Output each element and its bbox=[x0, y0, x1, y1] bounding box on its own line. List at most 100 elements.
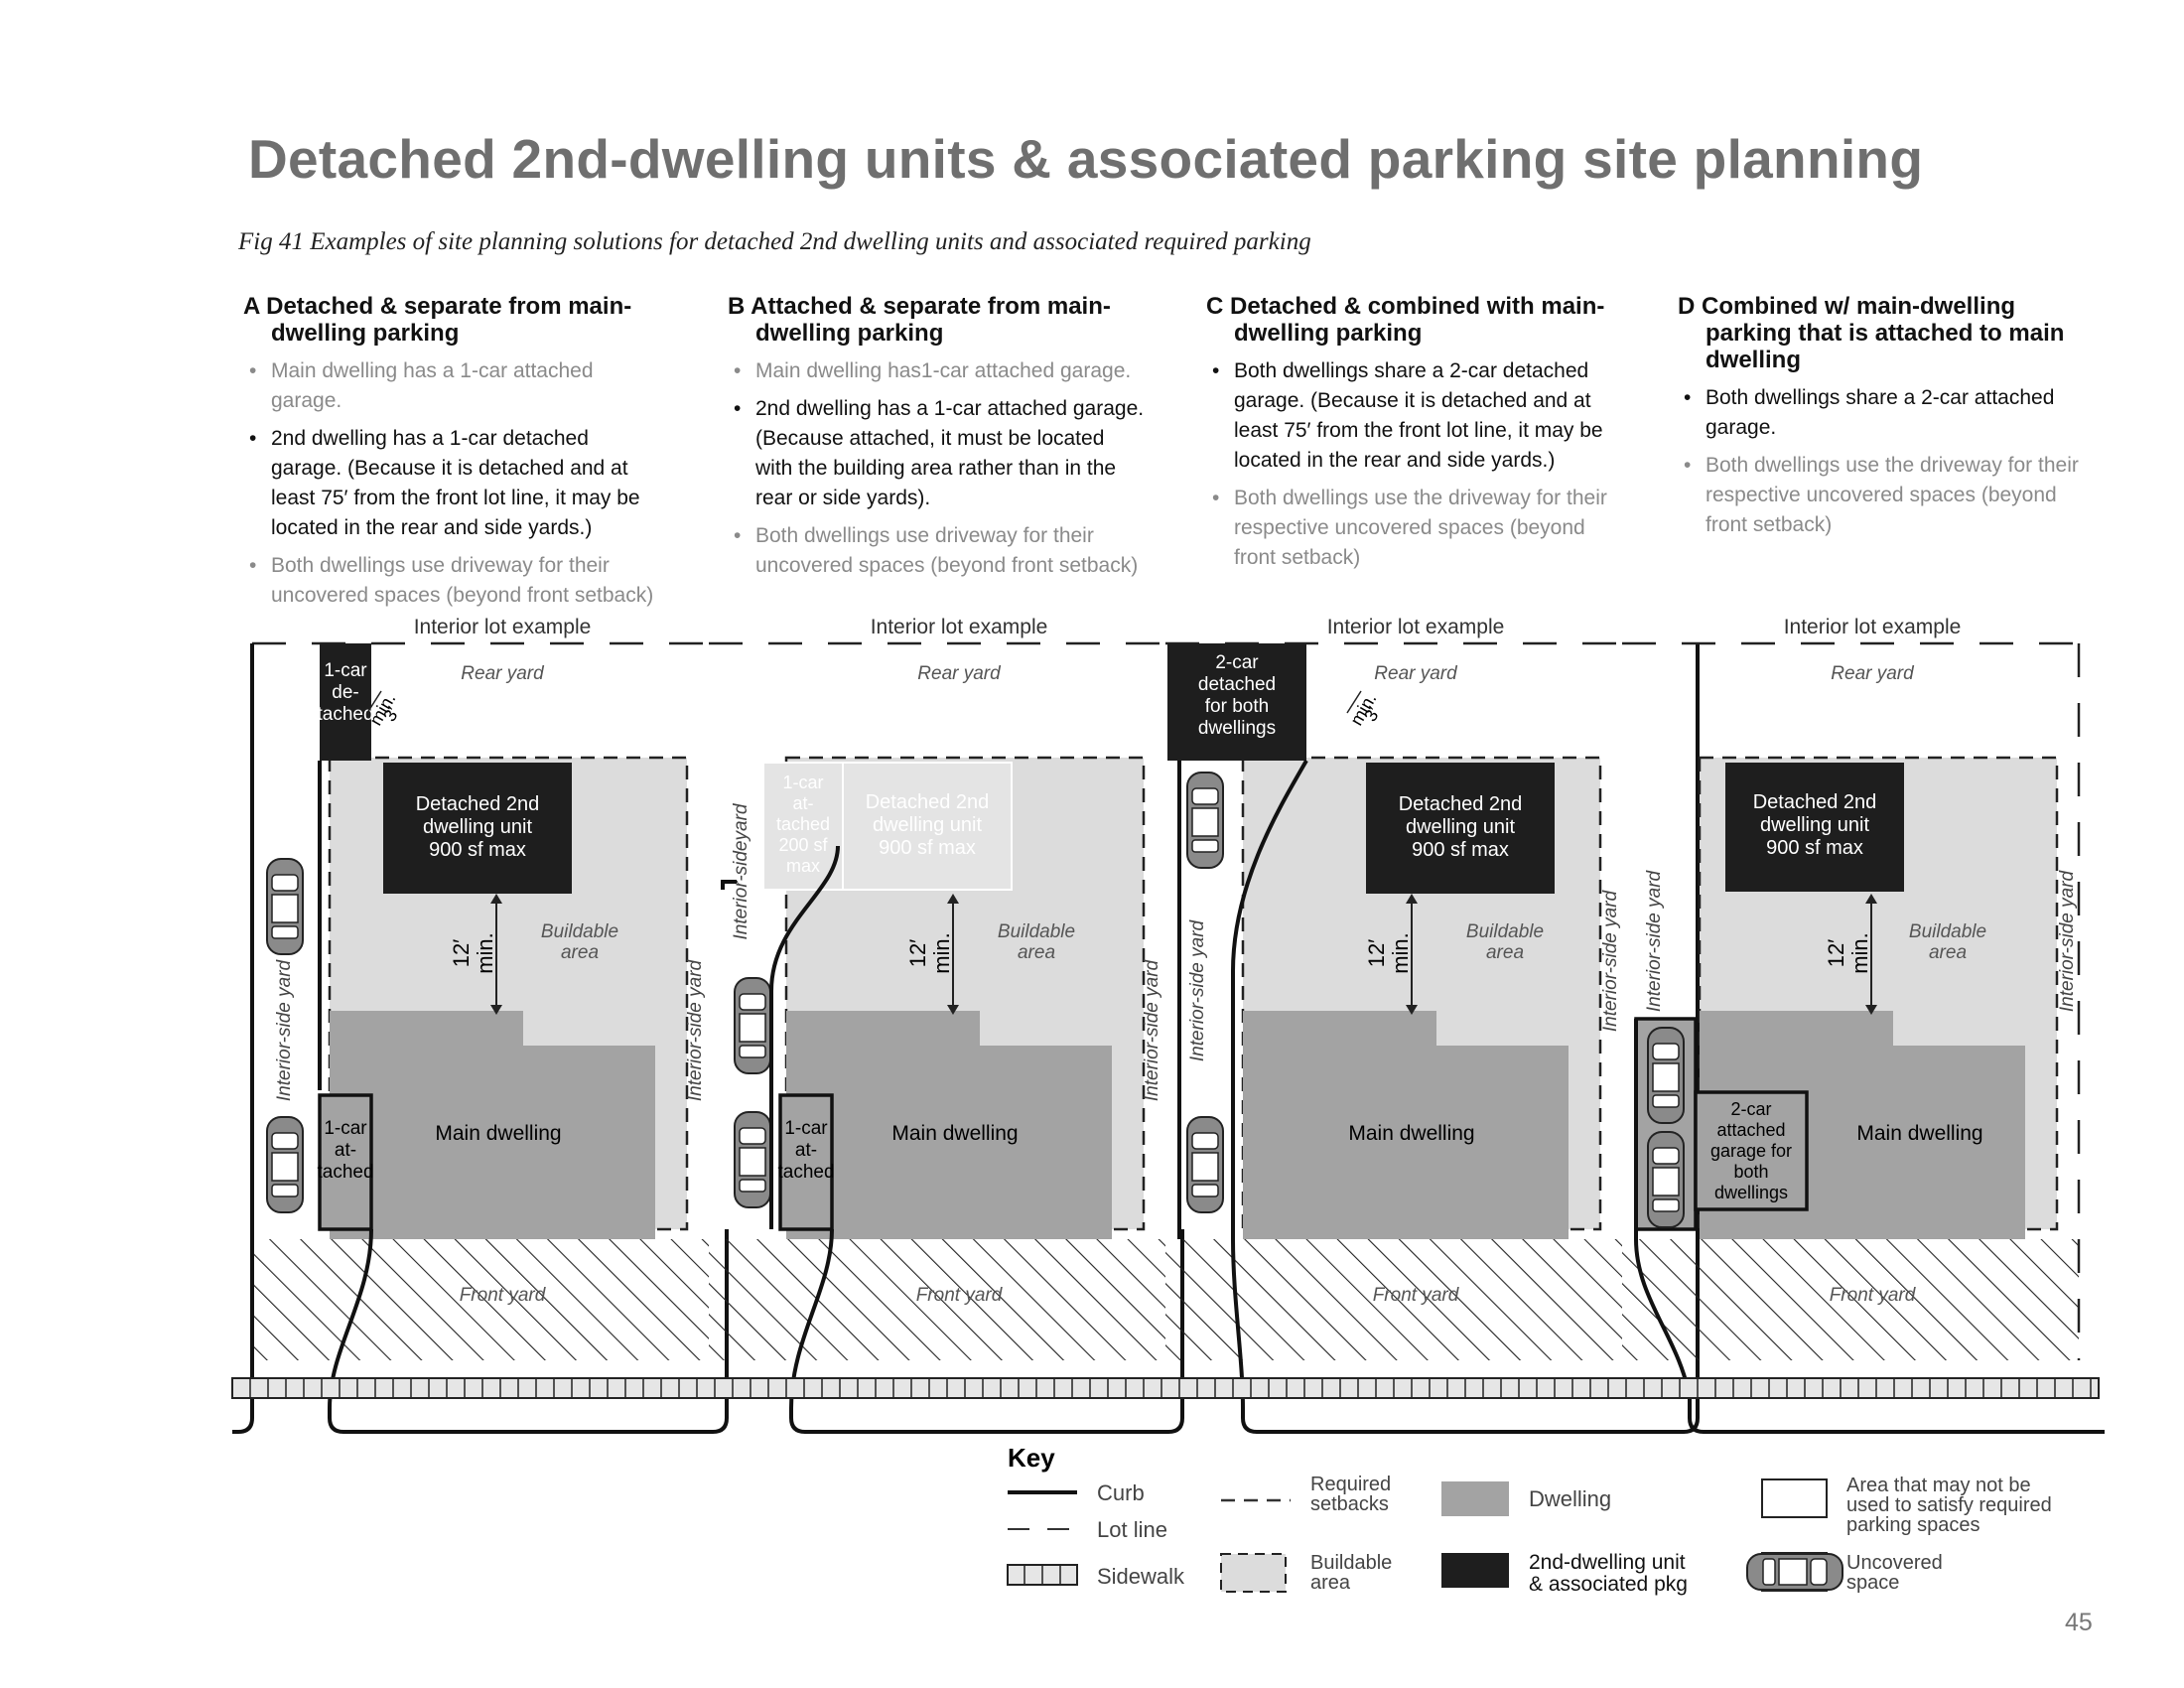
lot-d-garage-label-1: 2-car bbox=[1730, 1099, 1771, 1119]
lot-b-garage-label-5: max bbox=[786, 856, 820, 876]
lot-a-garage-label-3: tached bbox=[317, 704, 373, 725]
lot-b-interior-lot-label: Interior lot example bbox=[871, 616, 1048, 638]
lot-d-main-dwelling-label: Main dwelling bbox=[1856, 1122, 1982, 1145]
page-title: Detached 2nd-dwelling units & associated… bbox=[248, 128, 1924, 190]
lot-d-side-yard-left: Interior-side yard bbox=[1644, 869, 1665, 1012]
lot-b-att-garage-label-1: 1-car bbox=[784, 1118, 828, 1139]
lot-c-detached-garage bbox=[1167, 643, 1306, 761]
lot-d-adu-label-1: Detached 2nd bbox=[1753, 791, 1877, 813]
lot-b-adu-label-1: Detached 2nd bbox=[866, 791, 990, 813]
lot-a-interior-lot-label: Interior lot example bbox=[414, 616, 592, 638]
lot-d-rear-yard-label: Rear yard bbox=[1831, 663, 1915, 684]
lot-c-side-yard-right: Interior-side yard bbox=[1600, 889, 1621, 1032]
lot-d-front-yard-label: Front yard bbox=[1830, 1285, 1917, 1306]
lot-c-main-dwelling-label: Main dwelling bbox=[1348, 1122, 1474, 1145]
column-d-heading: D Combined w/ main-dwelling parking that… bbox=[1678, 293, 2065, 373]
lot-b-car-icon bbox=[734, 977, 771, 1074]
lot-d-car-icon bbox=[1647, 1131, 1685, 1228]
column-a-bullet: Both dwellings use driveway for their un… bbox=[243, 551, 660, 611]
lot-c-garage-label-3: for both bbox=[1205, 696, 1269, 717]
lot-c-buildable-label-1: Buildable bbox=[1466, 921, 1544, 942]
lot-c-garage-label-2: detached bbox=[1198, 674, 1276, 695]
lot-c-rear-yard-label: Rear yard bbox=[1374, 663, 1458, 684]
sidewalk-ticks bbox=[249, 1378, 2092, 1398]
lot-b-garage-label-1: 1-car bbox=[782, 773, 823, 792]
lot-a-garage-label-1: 1-car bbox=[324, 660, 367, 681]
legend-not-parking-label-1: Area that may not be bbox=[1846, 1475, 2031, 1496]
lot-b-adu bbox=[842, 762, 1013, 891]
column-b-bullet: Main dwelling has1-car attached garage. bbox=[728, 356, 1145, 386]
legend-lot-line-label: Lot line bbox=[1097, 1517, 1167, 1542]
lot-a-buildable-label-1: Buildable bbox=[541, 921, 618, 942]
lot-c-adu-label-3: 900 sf max bbox=[1412, 839, 1509, 861]
lot-d-adu-label-3: 900 sf max bbox=[1766, 837, 1863, 859]
lot-b-front-yard-label: Front yard bbox=[916, 1285, 1004, 1306]
lot-c-adu-label-1: Detached 2nd bbox=[1399, 793, 1523, 815]
lot-a-adu-label-3: 900 sf max bbox=[429, 839, 526, 861]
lot-b-buildable-label-2: area bbox=[1018, 942, 1055, 963]
legend-buildable-label-1: Buildable bbox=[1310, 1552, 1392, 1574]
legend-curb-label: Curb bbox=[1097, 1480, 1145, 1505]
lot-a-car-icon bbox=[266, 858, 304, 955]
legend: Key Curb Lot line Sidewalk Required setb… bbox=[1007, 1443, 2052, 1596]
legend-uncovered-label-1: Uncovered bbox=[1846, 1552, 1943, 1574]
lot-b-buildable-label-1: Buildable bbox=[998, 921, 1075, 942]
lot-c-plan: Interior lot example Rear yard Front yar… bbox=[1163, 616, 1700, 1434]
column-d-bullet: Both dwellings share a 2-car attached ga… bbox=[1678, 383, 2095, 443]
lot-c-car-icon bbox=[1186, 772, 1224, 869]
lot-d-garage-label-2: attached bbox=[1716, 1120, 1785, 1140]
legend-setbacks-label-2: setbacks bbox=[1310, 1493, 1389, 1515]
legend-buildable-label-2: area bbox=[1310, 1572, 1351, 1594]
lot-b-side-yard-right: Interior-side yard bbox=[1142, 958, 1162, 1101]
legend-dwelling-label: Dwelling bbox=[1529, 1486, 1611, 1511]
lot-a-buildable-label-2: area bbox=[561, 942, 599, 963]
column-b-heading: B Attached & separate from main-dwelling… bbox=[728, 293, 1111, 347]
lot-c-side-yard-left: Interior-side yard bbox=[1187, 918, 1208, 1061]
lot-b-adu-garage bbox=[762, 762, 844, 891]
lot-d-attached-garage bbox=[1694, 1090, 1809, 1211]
lot-a-12ft-label: 12′ bbox=[449, 939, 474, 968]
lot-d-12ft-label: 12′ bbox=[1824, 939, 1848, 968]
lot-d-garage-label-3: garage for bbox=[1710, 1141, 1792, 1161]
lot-c-12ft-label: 12′ bbox=[1364, 939, 1389, 968]
legend-adu-label-1: 2nd-dwelling unit bbox=[1529, 1551, 1686, 1574]
lot-c-garage-label-1: 2-car bbox=[1215, 652, 1259, 673]
page-number: 45 bbox=[2065, 1609, 2093, 1636]
lot-c-front-yard-label: Front yard bbox=[1373, 1285, 1460, 1306]
legend-uncovered-label-2: space bbox=[1846, 1572, 1899, 1594]
lot-a-adu bbox=[383, 763, 572, 894]
lot-a-detached-garage bbox=[320, 643, 371, 761]
lot-c-adu-label-2: dwelling unit bbox=[1406, 816, 1516, 838]
curb-line bbox=[232, 643, 254, 1434]
lot-c-min-label: min. bbox=[1388, 932, 1413, 974]
lot-a-front-yard-label: Front yard bbox=[460, 1285, 547, 1306]
lot-d-buildable-label-2: area bbox=[1929, 942, 1967, 963]
column-b-bullet: 2nd dwelling has a 1-car attached garage… bbox=[728, 394, 1145, 513]
legend-not-parking-label-3: parking spaces bbox=[1846, 1514, 1980, 1536]
column-b: B Attached & separate from main-dwelling… bbox=[728, 293, 1145, 589]
lot-a-attached-garage bbox=[318, 1093, 373, 1231]
legend-setbacks-label-1: Required bbox=[1310, 1474, 1391, 1495]
column-c-bullet: Both dwellings use the driveway for thei… bbox=[1206, 484, 1623, 573]
column-d-bullet: Both dwellings use the driveway for thei… bbox=[1678, 451, 2095, 540]
legend-heading: Key bbox=[1008, 1443, 1055, 1473]
lot-d-adu-label-2: dwelling unit bbox=[1760, 814, 1870, 836]
lot-b-garage-label-2: at- bbox=[792, 793, 813, 813]
lot-a-plan: Interior lot example Rear yard Front yar… bbox=[250, 616, 729, 1434]
column-c: C Detached & combined with main-dwelling… bbox=[1206, 293, 1623, 581]
lot-d-min-label: min. bbox=[1847, 932, 1872, 974]
lot-b-side-yard-left: Interior-sideyard bbox=[731, 802, 751, 939]
column-d: D Combined w/ main-dwelling parking that… bbox=[1678, 293, 2095, 548]
lot-c-interior-lot-label: Interior lot example bbox=[1327, 616, 1505, 638]
lot-b-adu-label-3: 900 sf max bbox=[879, 837, 976, 859]
lot-b-att-garage-label-3: tached bbox=[777, 1162, 834, 1183]
lot-a-rear-yard-label: Rear yard bbox=[461, 663, 545, 684]
lot-b-plan: Interior lot example Rear yard Front yar… bbox=[707, 616, 1184, 1434]
lot-b-12ft-label: 12′ bbox=[905, 939, 930, 968]
lot-c-buildable-label-2: area bbox=[1486, 942, 1524, 963]
legend-adu-label-2: & associated pkg bbox=[1529, 1573, 1688, 1596]
lot-d-interior-lot-label: Interior lot example bbox=[1784, 616, 1962, 638]
lot-b-min-label: min. bbox=[929, 932, 954, 974]
lot-a-att-garage-label-2: at- bbox=[335, 1140, 356, 1161]
